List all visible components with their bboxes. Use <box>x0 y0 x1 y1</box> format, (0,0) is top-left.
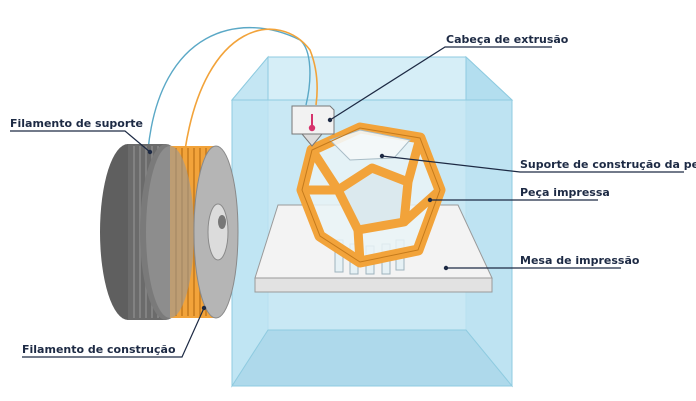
label-build-plate: Mesa de impressão <box>520 254 640 267</box>
extrusion-head <box>291 105 335 147</box>
label-extrusion-head: Cabeça de extrusão <box>446 33 569 46</box>
label-printed-part: Peça impressa <box>520 186 610 199</box>
label-support-filament: Filamento de suporte <box>10 117 143 130</box>
build-filament-spool <box>146 145 239 319</box>
label-build-filament: Filamento de construção <box>22 343 176 356</box>
leader-lines <box>10 46 684 358</box>
build-filament-line <box>184 28 318 151</box>
printed-part <box>296 122 446 268</box>
label-support-structure: Suporte de construção da peça <box>520 158 696 171</box>
thermometer-icon <box>308 114 316 132</box>
